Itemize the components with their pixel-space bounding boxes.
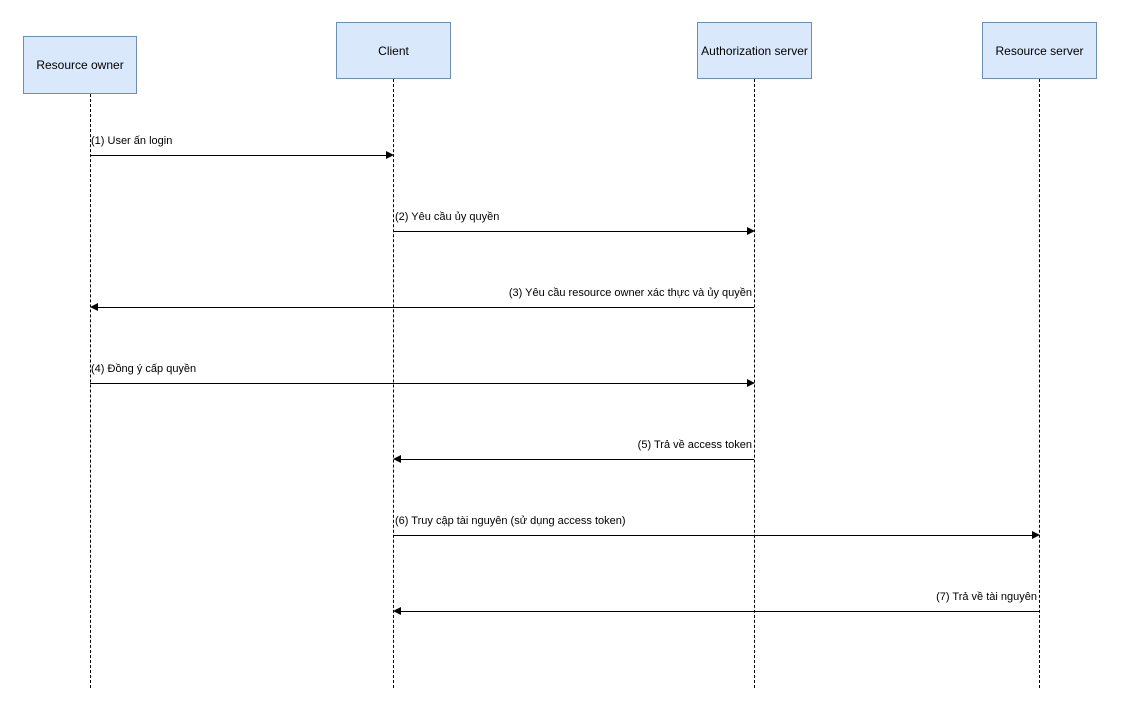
participant-label: Authorization server: [701, 43, 808, 58]
message-label: (3) Yêu cầu resource owner xác thực và ủ…: [508, 287, 752, 299]
arrowhead-icon: [393, 607, 401, 615]
message-label: (4) Đồng ý cấp quyền: [91, 363, 197, 375]
message-label: (1) User ấn login: [91, 135, 173, 147]
message-arrow-line: [393, 535, 1032, 536]
message-label: (2) Yêu cầu ủy quyền: [395, 211, 500, 223]
arrowhead-icon: [393, 455, 401, 463]
message-label: (6) Truy cập tài nguyên (sử dụng access …: [395, 515, 626, 527]
participant-label: Resource server: [995, 43, 1084, 58]
participant-resource-owner: Resource owner: [23, 36, 137, 94]
participant-label: Client: [378, 43, 409, 58]
arrowhead-icon: [1032, 531, 1040, 539]
message-label: (7) Trả về tài nguyên: [936, 591, 1037, 603]
arrowhead-icon: [747, 227, 755, 235]
message-arrow-line: [98, 307, 754, 308]
message-label: (5) Trả về access token: [637, 439, 752, 451]
participant-client: Client: [336, 22, 451, 79]
participant-resource-server: Resource server: [982, 22, 1097, 79]
participant-authorization-server: Authorization server: [697, 22, 812, 79]
lifeline-resource-owner: [90, 94, 91, 688]
participant-label: Resource owner: [36, 58, 124, 72]
arrowhead-icon: [90, 303, 98, 311]
message-arrow-line: [393, 231, 747, 232]
arrowhead-icon: [386, 151, 394, 159]
message-arrow-line: [90, 383, 747, 384]
lifeline-resource-server: [1039, 79, 1040, 688]
message-arrow-line: [401, 611, 1039, 612]
arrowhead-icon: [747, 379, 755, 387]
message-arrow-line: [401, 459, 754, 460]
message-arrow-line: [90, 155, 386, 156]
